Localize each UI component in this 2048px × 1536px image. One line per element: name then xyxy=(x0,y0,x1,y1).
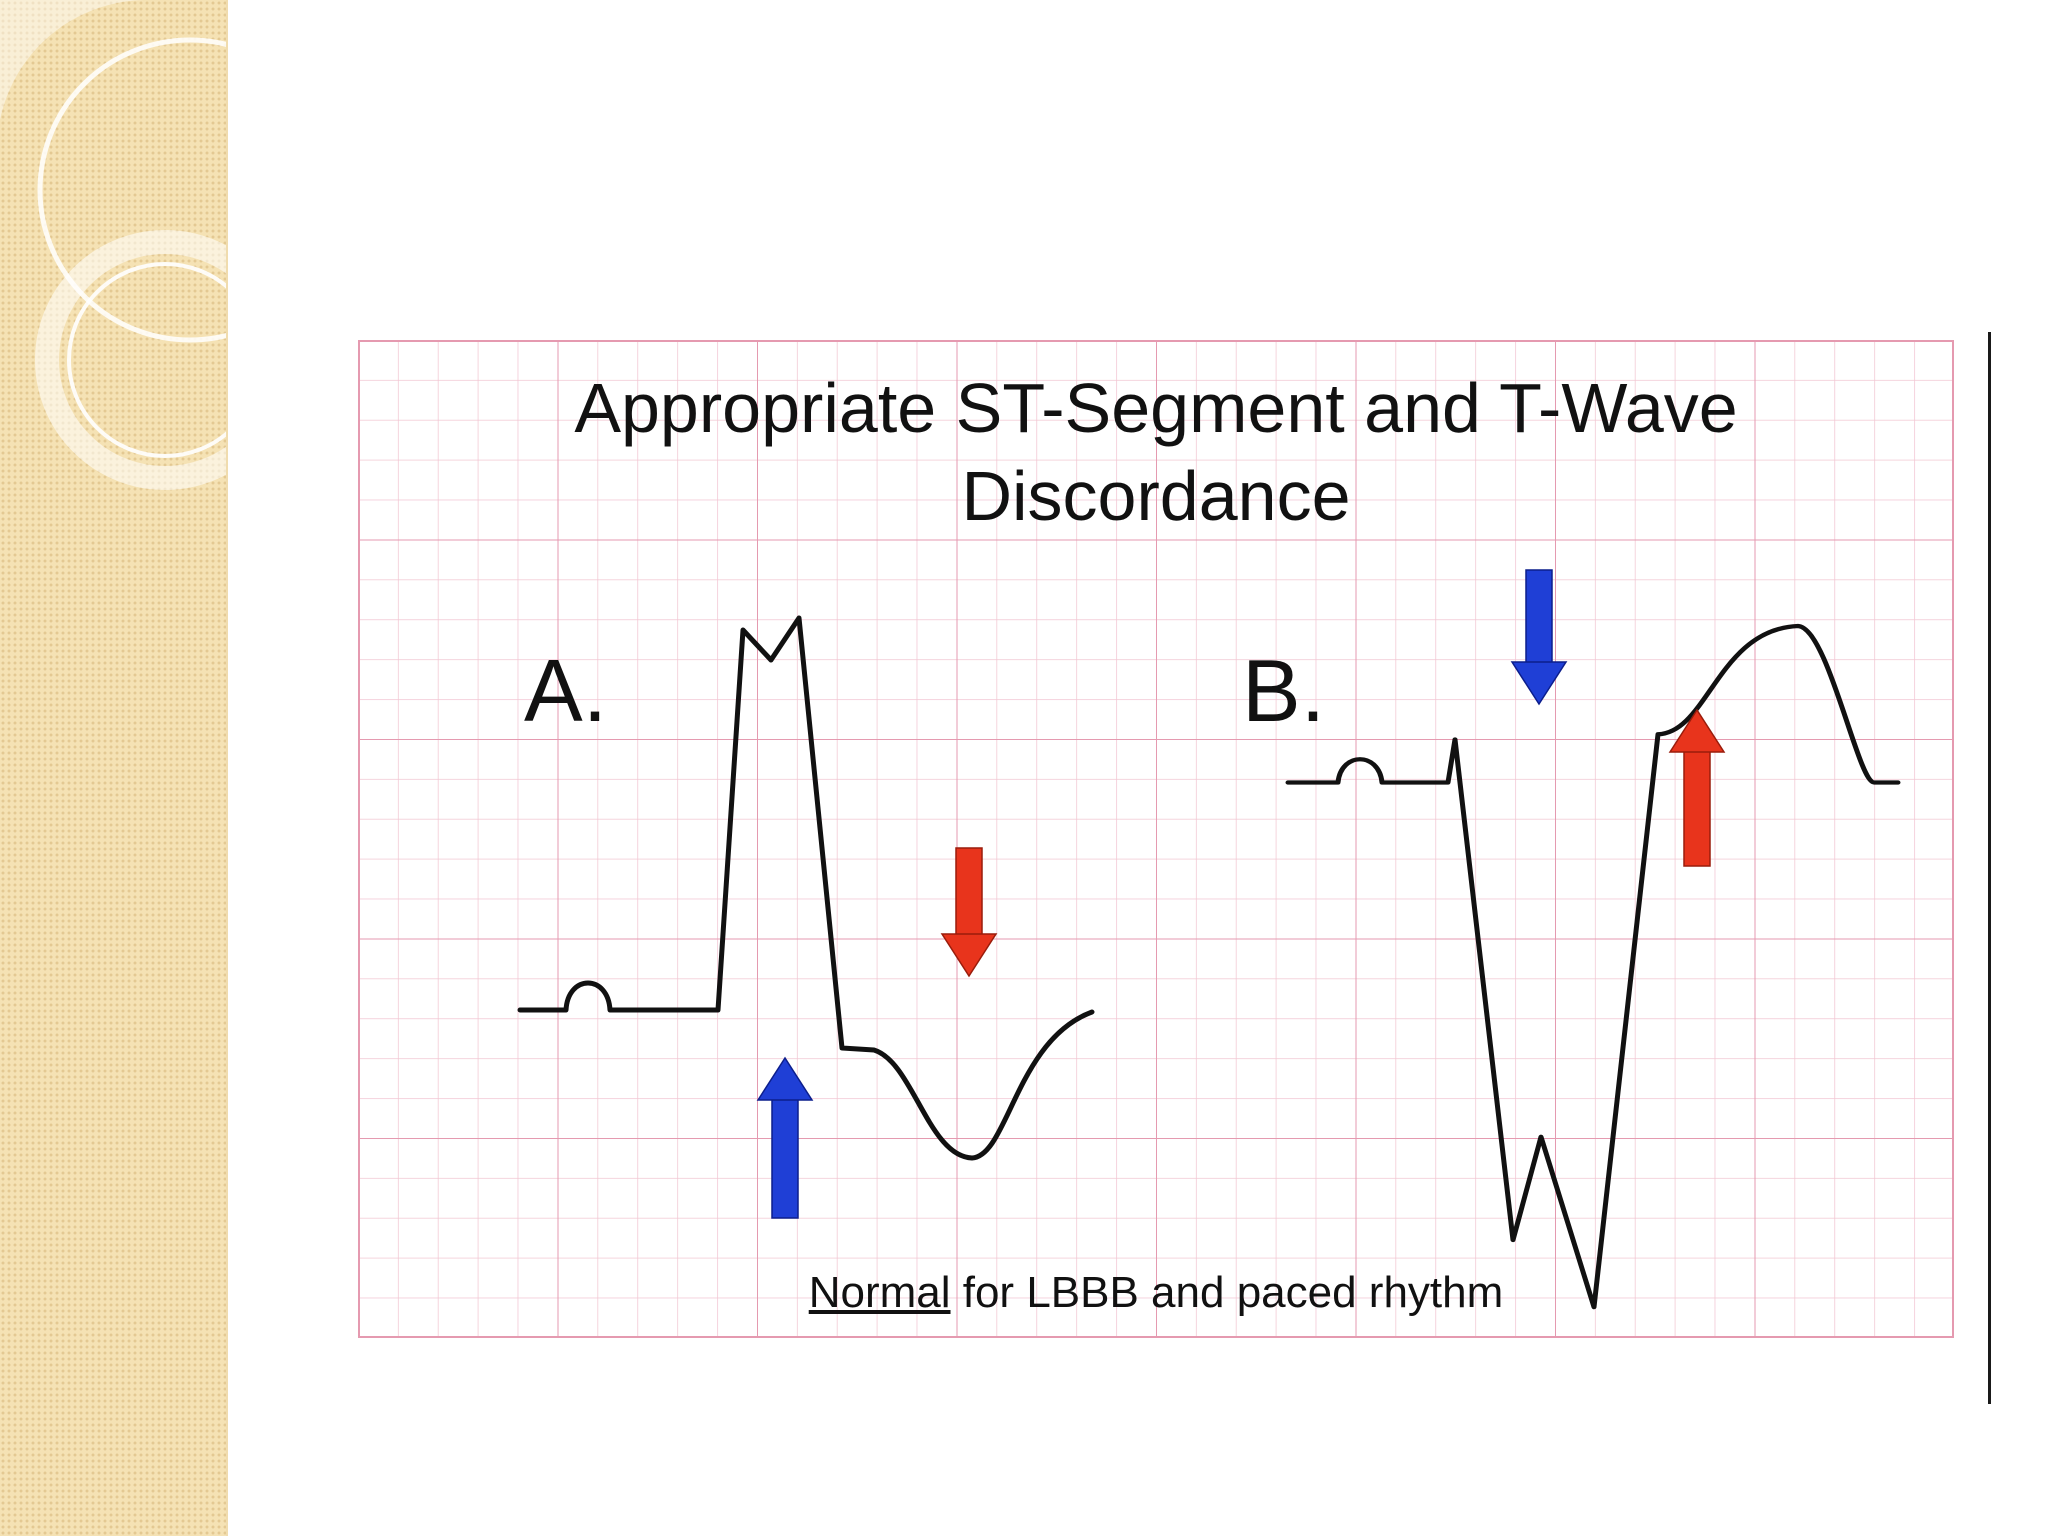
figure-caption: Normal for LBBB and paced rhythm xyxy=(358,1268,1954,1318)
caption-underlined-word: Normal xyxy=(808,1268,951,1317)
sidebar-edge xyxy=(226,0,228,1536)
ring-large xyxy=(37,37,240,343)
ring-small-outer xyxy=(35,230,240,490)
ecg-trace-panel-b xyxy=(1285,623,1901,1310)
ring-small-inner xyxy=(67,262,240,458)
decorative-rings xyxy=(0,0,240,490)
figure-title-line2: Discordance xyxy=(961,457,1351,535)
ring-wedge xyxy=(0,0,150,180)
arrow-up-red-icon xyxy=(1668,708,1726,867)
ecg-trace-panel-a xyxy=(517,615,1095,1161)
ecg-figure: Appropriate ST-Segment and T-Wave Discor… xyxy=(358,340,1954,1338)
arrow-up-blue-icon xyxy=(756,1056,814,1219)
decorative-sidebar xyxy=(0,0,240,1536)
panel-a-label: A. xyxy=(524,641,608,740)
vertical-divider-line xyxy=(1988,332,1991,1404)
caption-rest: for LBBB and paced rhythm xyxy=(950,1268,1504,1317)
arrow-down-red-icon xyxy=(940,847,998,978)
panel-b-label: B. xyxy=(1242,641,1326,740)
arrow-down-blue-icon xyxy=(1510,569,1568,706)
ecg-grid-border xyxy=(358,340,1954,1338)
ecg-grid-and-traces xyxy=(358,340,1954,1338)
figure-title-line1: Appropriate ST-Segment and T-Wave xyxy=(574,369,1738,447)
